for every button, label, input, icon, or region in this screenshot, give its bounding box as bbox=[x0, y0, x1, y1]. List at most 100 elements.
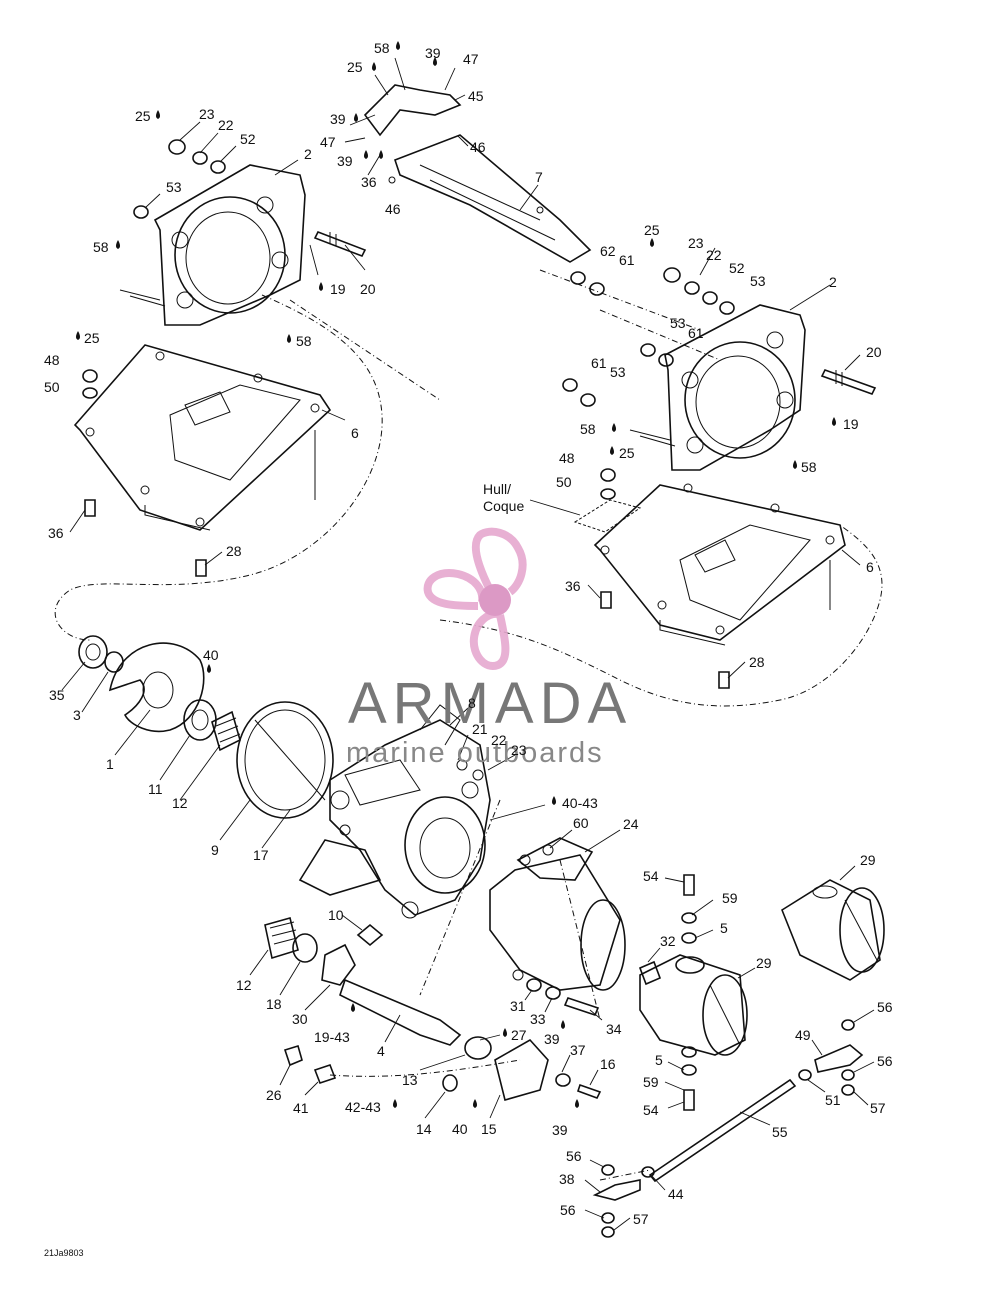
callout: 62 bbox=[600, 243, 616, 259]
callout: 58 bbox=[374, 40, 390, 56]
callout: 40 bbox=[203, 647, 219, 663]
callout: 56 bbox=[877, 1053, 893, 1069]
callout: 28 bbox=[226, 543, 242, 559]
callout: 17 bbox=[253, 847, 269, 863]
drive-shaft-group bbox=[264, 917, 602, 1101]
propeller-logo-icon bbox=[423, 527, 527, 670]
propeller-blade-top bbox=[471, 527, 527, 596]
callout: 12 bbox=[236, 977, 252, 993]
callout: 36 bbox=[48, 525, 64, 541]
callout: 34 bbox=[606, 1021, 622, 1037]
callout: 56 bbox=[877, 999, 893, 1015]
watermark-subtitle: marine outboards bbox=[346, 737, 604, 769]
callout: 53 bbox=[670, 315, 686, 331]
callout: 59 bbox=[643, 1074, 659, 1090]
callout: 25 bbox=[347, 59, 363, 75]
bolt-left bbox=[313, 230, 367, 258]
callout: 46 bbox=[385, 201, 401, 217]
callout: 56 bbox=[566, 1148, 582, 1164]
callout: 56 bbox=[560, 1202, 576, 1218]
hull-label-line1: Hull/ bbox=[483, 481, 511, 497]
callout: 5 bbox=[720, 920, 728, 936]
callout: 2 bbox=[829, 274, 837, 290]
callout: 21 bbox=[472, 721, 488, 737]
callout: 48 bbox=[559, 450, 575, 466]
callout: 6 bbox=[351, 425, 359, 441]
callout: 39 bbox=[337, 153, 353, 169]
callout: 28 bbox=[749, 654, 765, 670]
callout: 57 bbox=[870, 1100, 886, 1116]
callout: 23 bbox=[199, 106, 215, 122]
callout: 20 bbox=[866, 344, 882, 360]
callout: 24 bbox=[623, 816, 639, 832]
right-housing-plate bbox=[629, 304, 806, 471]
callout: 14 bbox=[416, 1121, 432, 1137]
callout: 52 bbox=[729, 260, 745, 276]
callout: 8 bbox=[468, 695, 476, 711]
callout: 61 bbox=[688, 325, 704, 341]
callout: 59 bbox=[722, 890, 738, 906]
callout: 19 bbox=[843, 416, 859, 432]
callout: 41 bbox=[293, 1100, 309, 1116]
callout: 39 bbox=[425, 45, 441, 61]
callout: 36 bbox=[361, 174, 377, 190]
callout: 51 bbox=[825, 1092, 841, 1108]
callout: 7 bbox=[535, 169, 543, 185]
callout: 20 bbox=[360, 281, 376, 297]
callout: 25 bbox=[135, 108, 151, 124]
callout: 58 bbox=[801, 459, 817, 475]
callout: 44 bbox=[668, 1186, 684, 1202]
callout: 50 bbox=[44, 379, 60, 395]
callout: 23 bbox=[511, 742, 527, 758]
callout: 48 bbox=[44, 352, 60, 368]
callout: 4 bbox=[377, 1043, 385, 1059]
callout: 53 bbox=[166, 179, 182, 195]
callout: 5 bbox=[655, 1052, 663, 1068]
callout: 55 bbox=[772, 1124, 788, 1140]
callout: 31 bbox=[510, 998, 526, 1014]
callout: 25 bbox=[644, 222, 660, 238]
callout: 47 bbox=[463, 51, 479, 67]
callout: 19-43 bbox=[314, 1029, 350, 1045]
right-intake-plate bbox=[593, 483, 846, 646]
impeller-group bbox=[78, 635, 334, 819]
callout: 49 bbox=[795, 1027, 811, 1043]
callout: 18 bbox=[266, 996, 282, 1012]
callout: 25 bbox=[84, 330, 100, 346]
callout: 40 bbox=[452, 1121, 468, 1137]
right-fasteners bbox=[562, 267, 735, 407]
venturi-nozzle bbox=[489, 837, 626, 991]
propeller-blade-left bbox=[423, 569, 487, 610]
callout: 11 bbox=[148, 781, 163, 797]
callout: 26 bbox=[266, 1087, 282, 1103]
callout: 39 bbox=[552, 1122, 568, 1138]
callout: 58 bbox=[580, 421, 596, 437]
callout: 3 bbox=[73, 707, 81, 723]
callout: 25 bbox=[619, 445, 635, 461]
callout: 6 bbox=[866, 559, 874, 575]
callout: 37 bbox=[570, 1042, 586, 1058]
propeller-blade-bottom bbox=[469, 609, 510, 670]
callout: 29 bbox=[860, 852, 876, 868]
callout: 16 bbox=[600, 1056, 616, 1072]
left-housing-plate bbox=[119, 164, 306, 326]
callout: 9 bbox=[211, 842, 219, 858]
reverse-gate-group bbox=[592, 874, 885, 1238]
callout: 33 bbox=[530, 1011, 546, 1027]
callout: 23 bbox=[688, 235, 704, 251]
callout: 42-43 bbox=[345, 1099, 381, 1115]
callout: 27 bbox=[511, 1027, 527, 1043]
support-bracket bbox=[363, 84, 592, 263]
callout: 46 bbox=[470, 139, 486, 155]
drawing-code: 21Ja9803 bbox=[44, 1248, 84, 1258]
callout: 39 bbox=[330, 111, 346, 127]
callout: 29 bbox=[756, 955, 772, 971]
bolt-right bbox=[820, 369, 877, 395]
callout: 19 bbox=[330, 281, 346, 297]
assembly-path-line bbox=[54, 294, 883, 707]
callout: 22 bbox=[218, 117, 234, 133]
callout: 53 bbox=[610, 364, 626, 380]
callout: 45 bbox=[468, 88, 484, 104]
callout: 1 bbox=[106, 756, 114, 772]
